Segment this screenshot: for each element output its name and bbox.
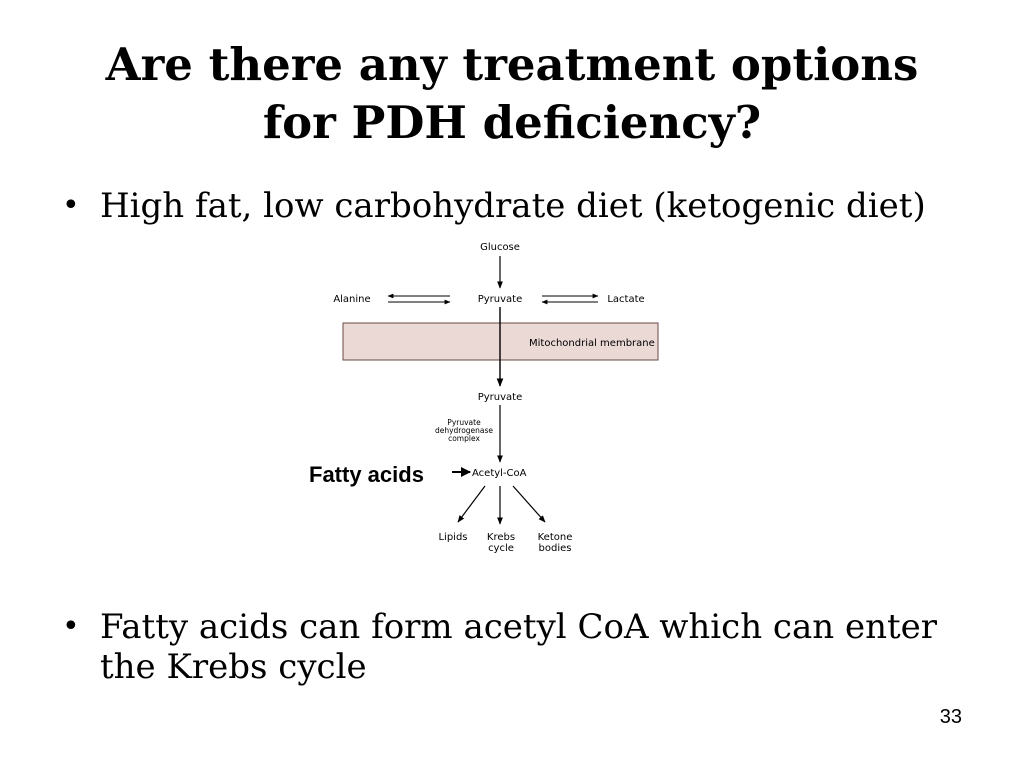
lactate-label: Lactate: [607, 294, 644, 305]
slide-number: 33: [939, 706, 962, 728]
title-line-2: for PDH deficiency?: [262, 96, 762, 149]
enzyme-label-line-2: dehydrogenase: [435, 426, 493, 435]
pyruvate-label: Pyruvate: [478, 294, 523, 305]
krebs-label-line-2: cycle: [488, 543, 514, 554]
ketone-label-line-1: Ketone: [538, 532, 573, 543]
alanine-label: Alanine: [333, 294, 370, 305]
lipids-label: Lipids: [438, 532, 467, 543]
membrane-label: Mitochondrial membrane: [529, 338, 655, 349]
bullet-text-line-2: the Krebs cycle: [100, 647, 367, 687]
krebs-label-line-1: Krebs: [487, 532, 515, 543]
bullet-text: High fat, low carbohydrate diet (ketogen…: [100, 186, 926, 226]
ketone-label-line-2: bodies: [539, 543, 572, 554]
bullet-text-line-1: Fatty acids can form acetyl CoA which ca…: [100, 607, 938, 647]
bullet-glyph: •: [62, 188, 80, 223]
acetyl-coa-to-lipids-arrow: [457, 485, 486, 523]
acetyl-coa-label: Acetyl-CoA: [472, 468, 527, 479]
enzyme-label-line-1: Pyruvate: [447, 418, 481, 427]
title-line-1: Are there any treatment options: [105, 38, 919, 91]
enzyme-label-line-3: complex: [448, 434, 480, 443]
glucose-label: Glucose: [480, 242, 520, 253]
slide-title: Are there any treatment options for PDH …: [0, 36, 1024, 152]
fatty-acids-label: Fatty acids: [309, 462, 424, 487]
bullet-text: Fatty acids can form acetyl CoA which ca…: [100, 607, 937, 687]
bullet-glyph: •: [62, 609, 80, 644]
acetyl-coa-to-ketone-arrow: [512, 485, 546, 523]
mitochondrial-pyruvate-label: Pyruvate: [478, 392, 523, 403]
